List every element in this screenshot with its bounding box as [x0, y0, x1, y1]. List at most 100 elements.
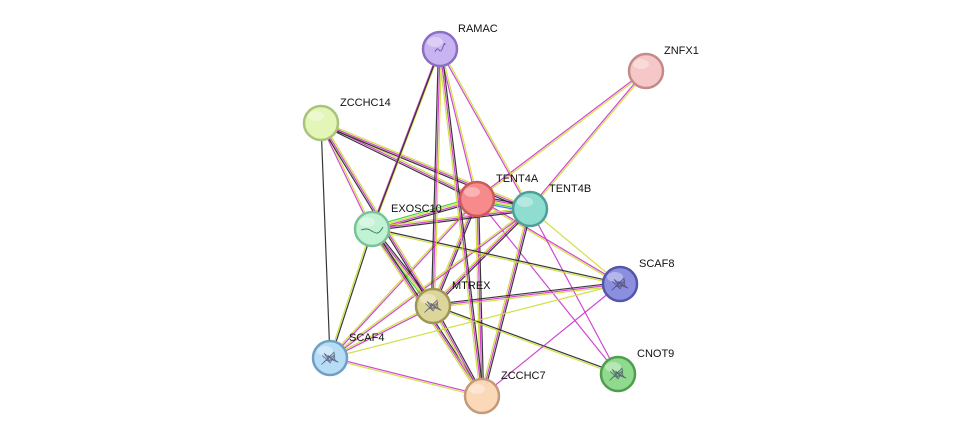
edge-tent4a-znfx1[interactable] [476, 69, 647, 201]
node-circle[interactable] [353, 210, 391, 248]
edge-evidence-line [330, 229, 374, 359]
edge-evidence-line [477, 71, 647, 201]
node-highlight [605, 362, 621, 372]
edge-evidence-line [329, 207, 530, 358]
node-label: SCAF4 [349, 332, 384, 344]
node-scaf4[interactable]: SCAF4 [311, 332, 384, 377]
edge-tent4a-cnot9[interactable] [476, 198, 619, 375]
edge-tent4b-scaf4[interactable] [329, 207, 531, 360]
protein-structure-icon [321, 351, 339, 365]
node-highlight [420, 294, 436, 304]
node-highlight [633, 59, 649, 69]
edge-exosc10-scaf4[interactable] [328, 228, 374, 359]
edge-tent4b-mtrex[interactable] [431, 207, 532, 308]
node-exosc10[interactable]: EXOSC10 [353, 203, 442, 248]
edge-zcchc14-scaf4[interactable] [320, 122, 331, 359]
edge-evidence-line [440, 48, 479, 199]
edge-evidence-line [431, 207, 530, 306]
node-label: TENT4A [496, 173, 539, 185]
edge-ramac-exosc10[interactable] [371, 48, 441, 230]
node-label: ZNFX1 [664, 45, 699, 57]
edge-evidence-line [320, 123, 530, 212]
edge-exosc10-ramac[interactable] [370, 48, 442, 230]
node-circle[interactable] [627, 52, 665, 90]
edge-evidence-line [481, 208, 531, 397]
edge-mtrex-cnot9[interactable] [432, 304, 619, 376]
edge-evidence-line [476, 69, 646, 199]
edge-evidence-line [330, 356, 483, 396]
node-highlight [464, 187, 480, 197]
line-structure-icon [360, 226, 384, 234]
node-cnot9[interactable]: CNOT9 [599, 348, 674, 393]
edge-tent4b-znfx1[interactable] [528, 70, 648, 210]
protein-structure-icon [609, 367, 627, 381]
edge-evidence-line [528, 70, 646, 209]
node-tent4b[interactable]: TENT4B [511, 183, 591, 228]
edge-evidence-line [329, 358, 482, 398]
edge-tent4b-zcchc7[interactable] [479, 208, 533, 397]
edge-evidence-line [433, 49, 443, 307]
edge-mtrex-ramac[interactable] [430, 48, 443, 307]
edge-evidence-line [432, 208, 531, 307]
edge-tent4b-exosc10[interactable] [371, 206, 531, 232]
node-highlight [517, 197, 533, 207]
edge-exosc10-scaf8[interactable] [371, 227, 621, 286]
node-circle[interactable] [302, 104, 340, 142]
edge-evidence-line [476, 198, 619, 375]
edge-layer [319, 48, 648, 398]
edge-evidence-line [321, 120, 531, 209]
node-label: SCAF8 [639, 258, 674, 270]
node-label: EXOSC10 [391, 203, 442, 215]
edge-evidence-line [438, 49, 477, 200]
node-mtrex[interactable]: MTREX [414, 280, 491, 325]
edge-tent4a-ramac[interactable] [438, 48, 479, 200]
node-circle[interactable] [511, 190, 549, 228]
edge-tent4b-ramac[interactable] [438, 48, 532, 210]
node-highlight [427, 37, 443, 47]
edge-scaf4-zcchc7[interactable] [329, 356, 483, 398]
edge-ramac-zcchc7[interactable] [437, 48, 485, 397]
node-circle[interactable] [463, 377, 501, 415]
edge-evidence-line [476, 198, 483, 397]
edge-mtrex-scaf8[interactable] [432, 281, 621, 309]
node-label: RAMAC [458, 23, 498, 35]
edge-evidence-line [437, 49, 482, 397]
edge-evidence-line [330, 199, 479, 359]
edge-scaf8-scaf4[interactable] [329, 283, 621, 359]
protein-structure-icon [611, 277, 629, 291]
edge-evidence-line [371, 206, 530, 229]
node-circle[interactable] [421, 30, 459, 68]
edge-evidence-line [328, 228, 372, 358]
node-zcchc7[interactable]: ZCCHC7 [463, 370, 546, 415]
edge-evidence-line [320, 122, 531, 210]
edge-evidence-line [329, 283, 621, 359]
edge-evidence-line [432, 48, 441, 307]
node-ramac[interactable]: RAMAC [421, 23, 498, 68]
edge-evidence-line [481, 283, 621, 397]
protein-structure-icon [424, 299, 442, 313]
edge-evidence-line [433, 209, 532, 308]
edge-evidence-line [439, 48, 483, 397]
node-label: MTREX [452, 280, 491, 292]
node-circle[interactable] [458, 180, 496, 218]
node-zcchc14[interactable]: ZCCHC14 [302, 97, 391, 142]
node-label: TENT4B [549, 183, 591, 195]
edge-scaf8-zcchc7[interactable] [481, 283, 621, 397]
edge-evidence-line [372, 227, 621, 284]
edge-evidence-line [433, 284, 621, 309]
edge-mtrex-scaf4[interactable] [329, 304, 434, 360]
edge-evidence-line [479, 208, 530, 396]
edge-tent4b-scaf8[interactable] [529, 208, 621, 285]
edge-evidence-line [330, 209, 531, 360]
edge-tent4b-zcchc14[interactable] [320, 120, 531, 212]
edge-evidence-line [372, 209, 531, 232]
edge-evidence-line [477, 198, 485, 396]
node-scaf8[interactable]: SCAF8 [601, 258, 674, 303]
edge-evidence-line [530, 71, 648, 210]
node-highlight [607, 272, 623, 282]
node-tent4a[interactable]: TENT4A [458, 173, 539, 218]
edge-evidence-line [433, 199, 480, 307]
node-znfx1[interactable]: ZNFX1 [627, 45, 699, 90]
